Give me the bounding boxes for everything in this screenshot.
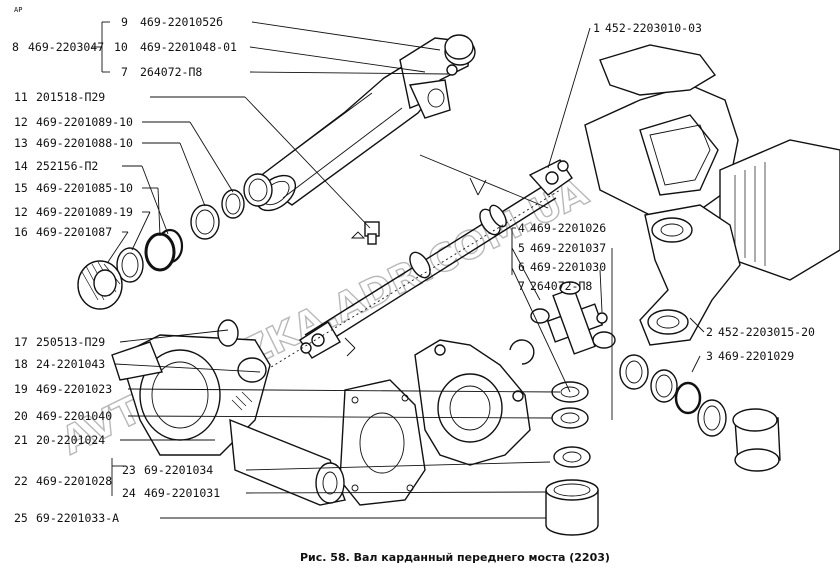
flange-housing [414, 339, 531, 466]
callout-25-num: 25 [14, 511, 28, 525]
callout-1-num: 1 [593, 21, 600, 35]
callout-12b-code: 469-2201089-19 [36, 205, 133, 219]
right-seals [619, 354, 781, 472]
callout-21-num: 21 [14, 433, 28, 447]
callout-7-num: 7 [121, 65, 128, 79]
spline-end [243, 173, 273, 207]
callout-16-num: 16 [14, 225, 28, 239]
callout-10-num: 10 [114, 40, 128, 54]
callout-22-code: 469-2201028 [36, 474, 112, 488]
cardan-shaft [299, 159, 573, 359]
callout-17-code: 250513-П29 [36, 335, 105, 349]
callout-5-code: 469-2201037 [530, 241, 606, 255]
callout-7r-num: 7 [518, 279, 525, 293]
gasket-24 [339, 379, 426, 506]
callout-13-code: 469-2201088-10 [36, 136, 133, 150]
callout-14-code: 252156-П2 [36, 159, 98, 173]
callout-17-num: 17 [14, 335, 28, 349]
callout-9-code: 469-2201052б [140, 15, 223, 29]
callout-19-code: 469-2201023 [36, 382, 112, 396]
callout-10-code: 469-2201048-01 [140, 40, 237, 54]
callout-3-num: 3 [706, 349, 713, 363]
callout-9-num: 9 [121, 15, 128, 29]
callout-14-num: 14 [14, 159, 28, 173]
callout-5-num: 5 [518, 241, 525, 255]
cap-9 [444, 34, 474, 60]
callout-6-num: 6 [518, 260, 525, 274]
callout-2-code: 452-2203015-20 [718, 325, 815, 339]
callout-7r-code: 264072-П8 [530, 279, 592, 293]
seal-rings [77, 189, 245, 310]
callout-11-code: 201518-П29 [36, 90, 105, 104]
axle-differential [111, 319, 346, 506]
bearing-stack [545, 381, 599, 536]
callout-1-code: 452-2203010-03 [605, 21, 702, 35]
left-leaders [92, 21, 561, 519]
callout-13-num: 13 [14, 136, 28, 150]
callout-8-num: 8 [12, 40, 19, 54]
callout-12a-code: 469-2201089-10 [36, 115, 133, 129]
right-callouts: 1 452-2203010-03 4 469-2201026 5 469-220… [518, 21, 815, 363]
callout-25-code: 69-2201033-А [36, 511, 119, 525]
corner-mark: АР [14, 6, 22, 14]
callout-24-code: 469-2201031 [144, 486, 220, 500]
callout-8-code: 469-2203047 [28, 40, 104, 54]
callout-3-code: 469-2201029 [718, 349, 794, 363]
callout-4-code: 469-2201026 [530, 221, 606, 235]
snap-ring [509, 339, 535, 365]
figure-caption: Рис. 58. Вал карданный переднего моста (… [300, 551, 610, 564]
callout-18-code: 24-2201043 [36, 357, 105, 371]
axle-housing [584, 44, 840, 281]
callout-11-num: 11 [14, 90, 28, 104]
callout-24-num: 24 [122, 486, 136, 500]
callout-4-num: 4 [518, 221, 525, 235]
callout-6-code: 469-2201030 [530, 260, 606, 274]
callout-20-num: 20 [14, 409, 28, 423]
callout-15-num: 15 [14, 181, 28, 195]
callout-12b-num: 12 [14, 205, 28, 219]
callout-20-code: 469-2201040 [36, 409, 112, 423]
callout-23-code: 69-2201034 [144, 463, 213, 477]
callout-22-num: 22 [14, 474, 28, 488]
callout-21-code: 20-2201024 [36, 433, 105, 447]
splined-yoke-shaft [253, 37, 476, 212]
callout-23-num: 23 [122, 463, 136, 477]
spider-cross [530, 281, 616, 355]
callout-19-num: 19 [14, 382, 28, 396]
callout-7-code: 264072-П8 [140, 65, 202, 79]
callout-18-num: 18 [14, 357, 28, 371]
callout-12a-num: 12 [14, 115, 28, 129]
callout-2-num: 2 [706, 325, 713, 339]
left-callouts: 9 469-2201052б 8 469-2203047 10 469-2201… [12, 15, 237, 525]
bolt-11 [350, 221, 380, 245]
callout-16-code: 469-2201087 [36, 225, 112, 239]
yoke-2 [639, 204, 741, 346]
callout-15-code: 469-2201085-10 [36, 181, 133, 195]
